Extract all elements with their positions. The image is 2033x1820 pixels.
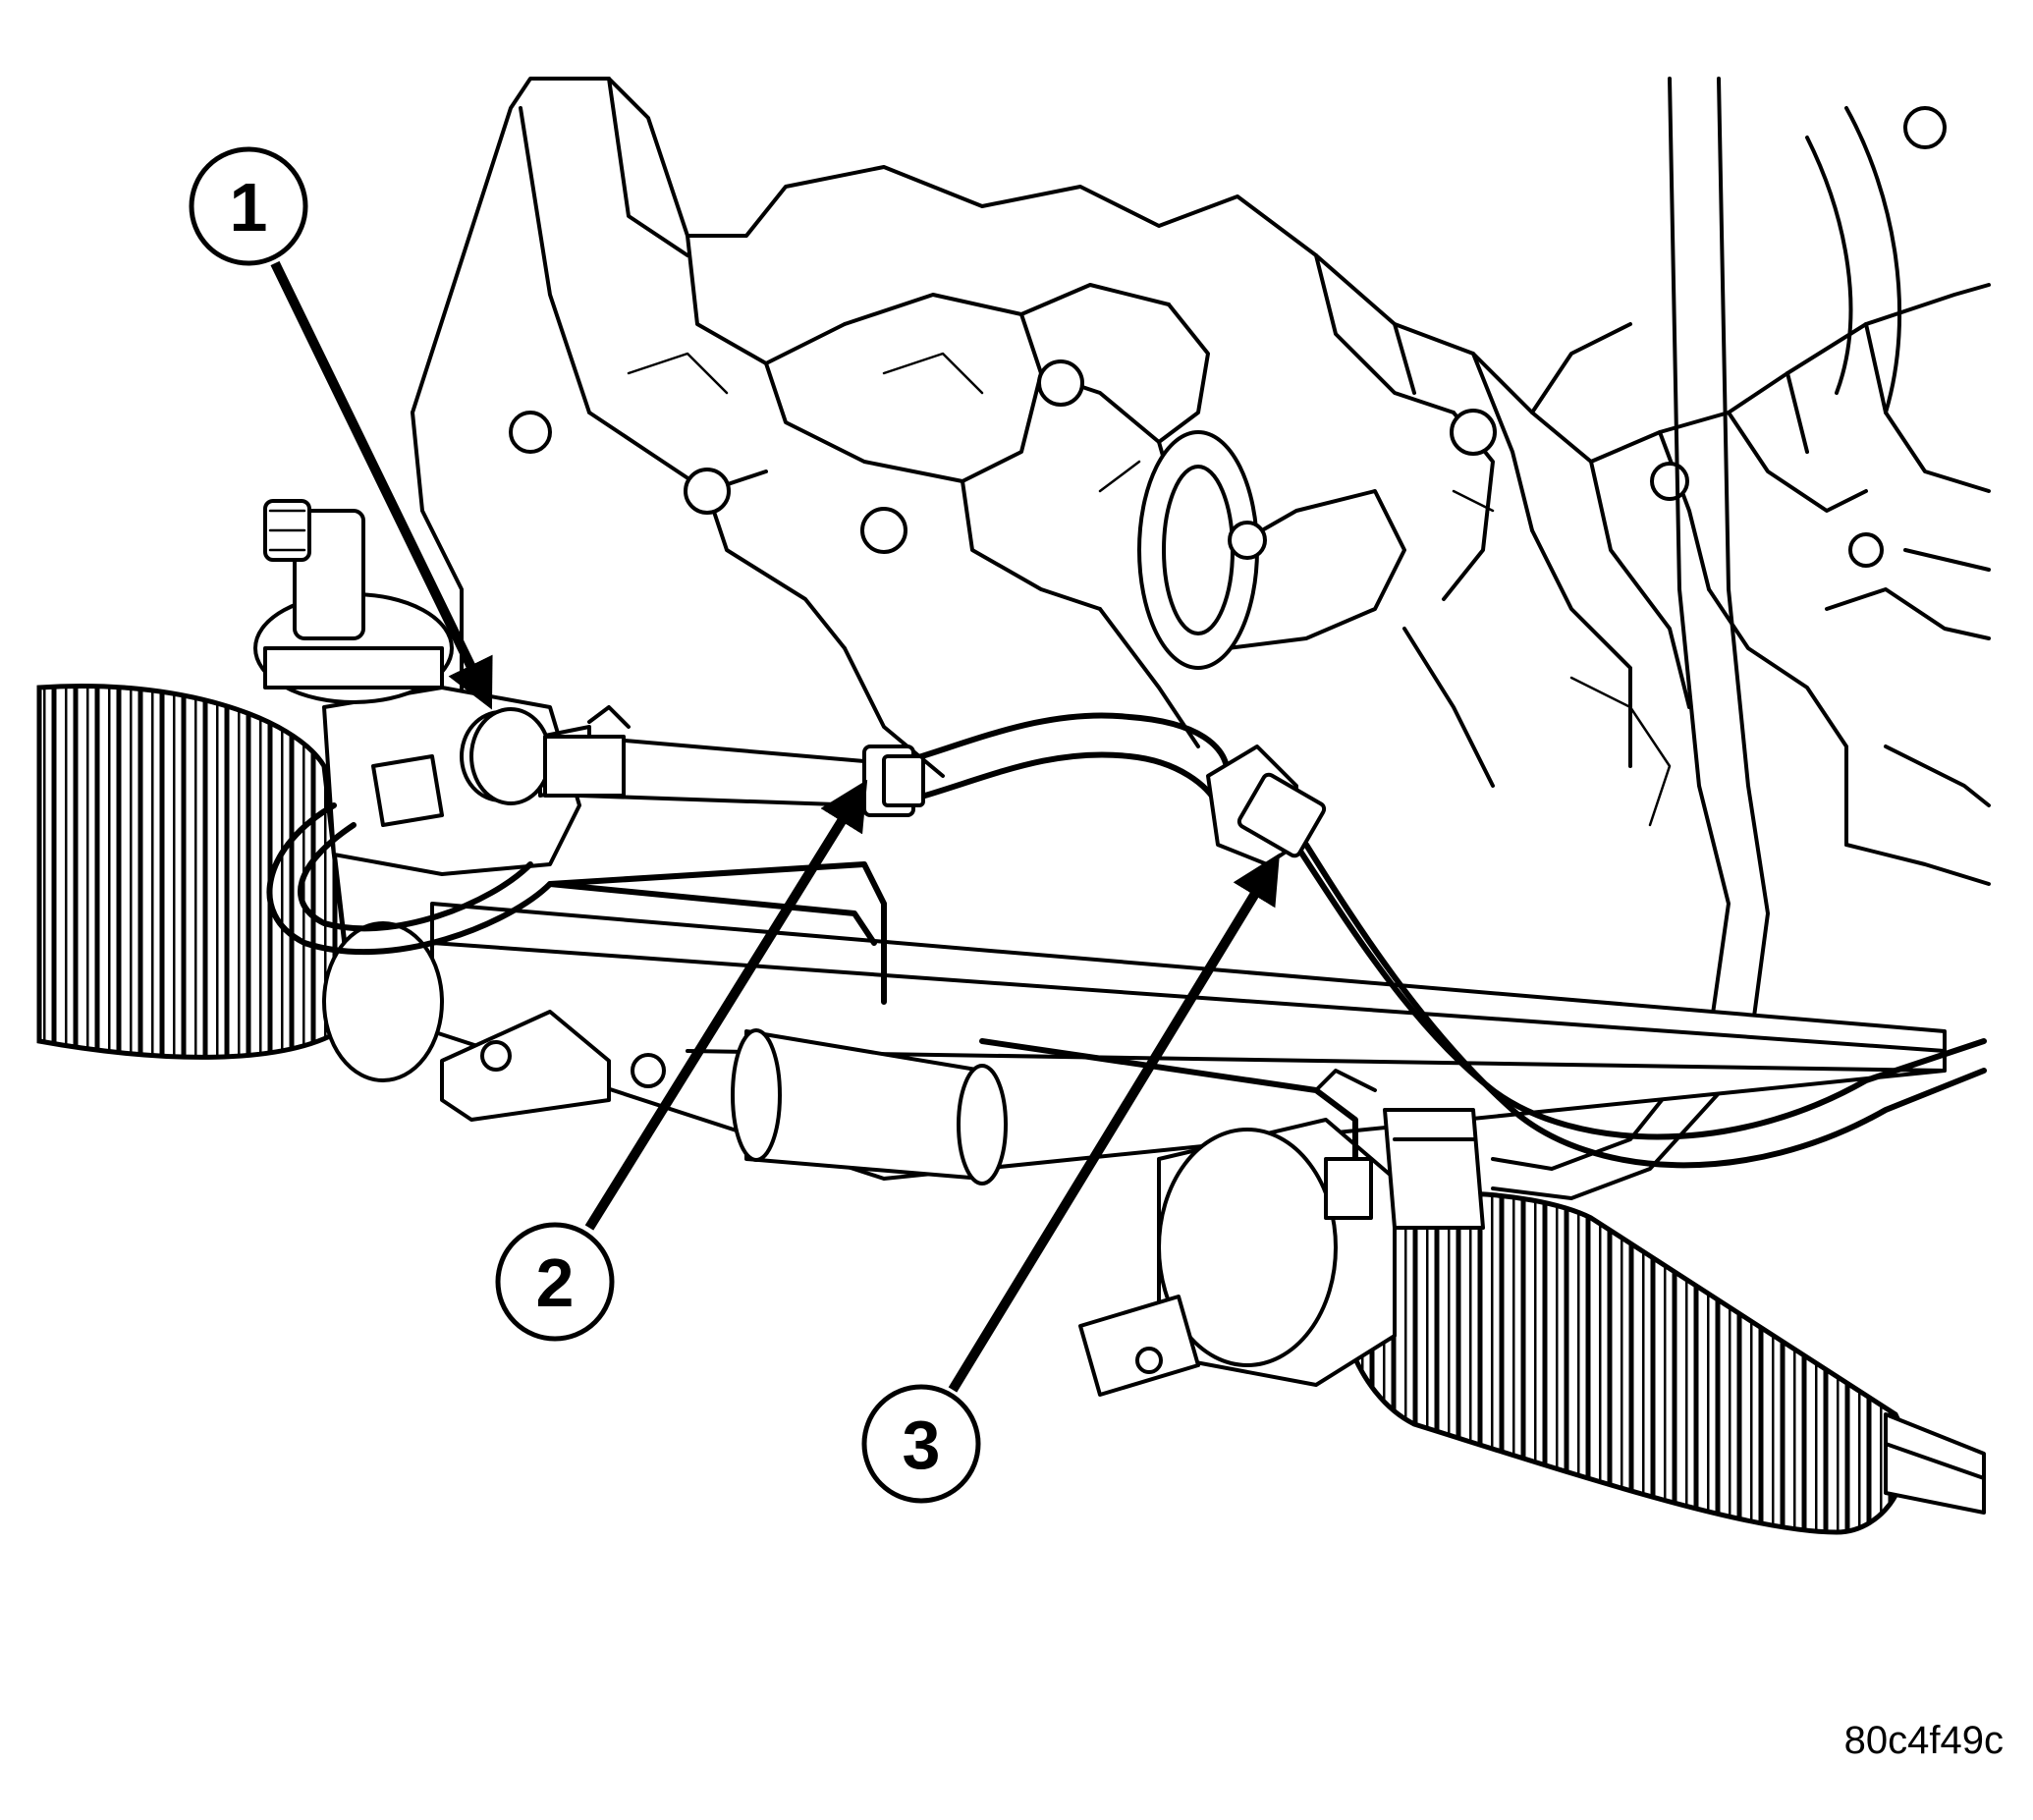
fitting-3 — [1206, 745, 1327, 866]
fitting-1 — [469, 705, 631, 805]
left-mount-bushing — [322, 921, 666, 1122]
callout-2: 2 — [495, 1222, 615, 1342]
leader-3 — [948, 853, 1281, 1393]
callout-3: 3 — [861, 1384, 981, 1504]
steering-rack — [430, 902, 1947, 1186]
callout-3-number: 3 — [903, 1406, 941, 1483]
power-steering-lines — [266, 712, 1987, 1220]
figure-reference-code: 80c4f49c — [1843, 1719, 2004, 1762]
callout-leaders — [270, 260, 1281, 1393]
leader-1 — [270, 260, 493, 710]
callout-1-number: 1 — [230, 169, 268, 246]
fitting-2 — [862, 745, 925, 817]
leader-2 — [584, 779, 868, 1231]
callout-1: 1 — [189, 146, 308, 266]
callout-2-number: 2 — [536, 1244, 575, 1321]
engine-block — [411, 77, 1991, 886]
right-tie-rod-boot — [1331, 1190, 1986, 1535]
drive-belt — [1491, 77, 1902, 1200]
